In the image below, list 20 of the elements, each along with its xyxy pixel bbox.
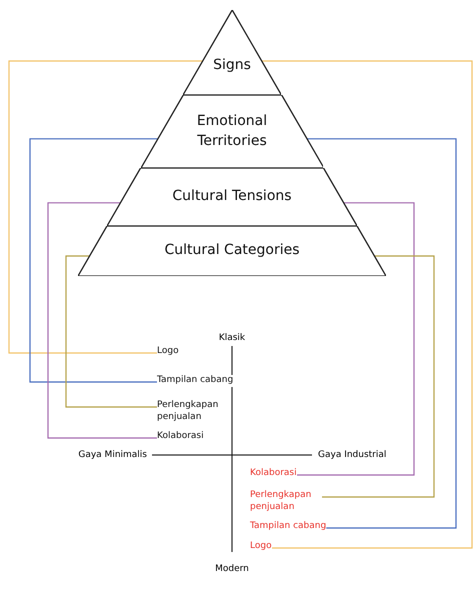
connector-line — [306, 138, 457, 529]
axis-label: Modern — [215, 564, 249, 574]
pyramid-tier: Signs — [182, 10, 282, 95]
connector-line — [262, 60, 473, 549]
connector-line — [8, 60, 202, 354]
pyramid-tier: Emotional Territories — [140, 95, 324, 168]
connector-line — [322, 255, 435, 498]
map-label: Logo — [157, 346, 179, 358]
map-label: Tampilan cabang — [157, 375, 234, 387]
connector-line — [47, 202, 157, 439]
pyramid-tier: Cultural Tensions — [106, 168, 358, 226]
map-label: Tampilan cabang — [250, 521, 326, 533]
connector-line — [29, 138, 158, 383]
pyramid-tier: Cultural Categories — [78, 226, 386, 276]
axis-label: Klasik — [218, 333, 246, 343]
axis-label: Gaya Industrial — [318, 450, 386, 460]
axis-label: Gaya Minimalis — [78, 450, 147, 460]
connector-line — [296, 202, 415, 476]
map-label: Logo — [250, 541, 272, 553]
connector-line — [65, 255, 157, 408]
